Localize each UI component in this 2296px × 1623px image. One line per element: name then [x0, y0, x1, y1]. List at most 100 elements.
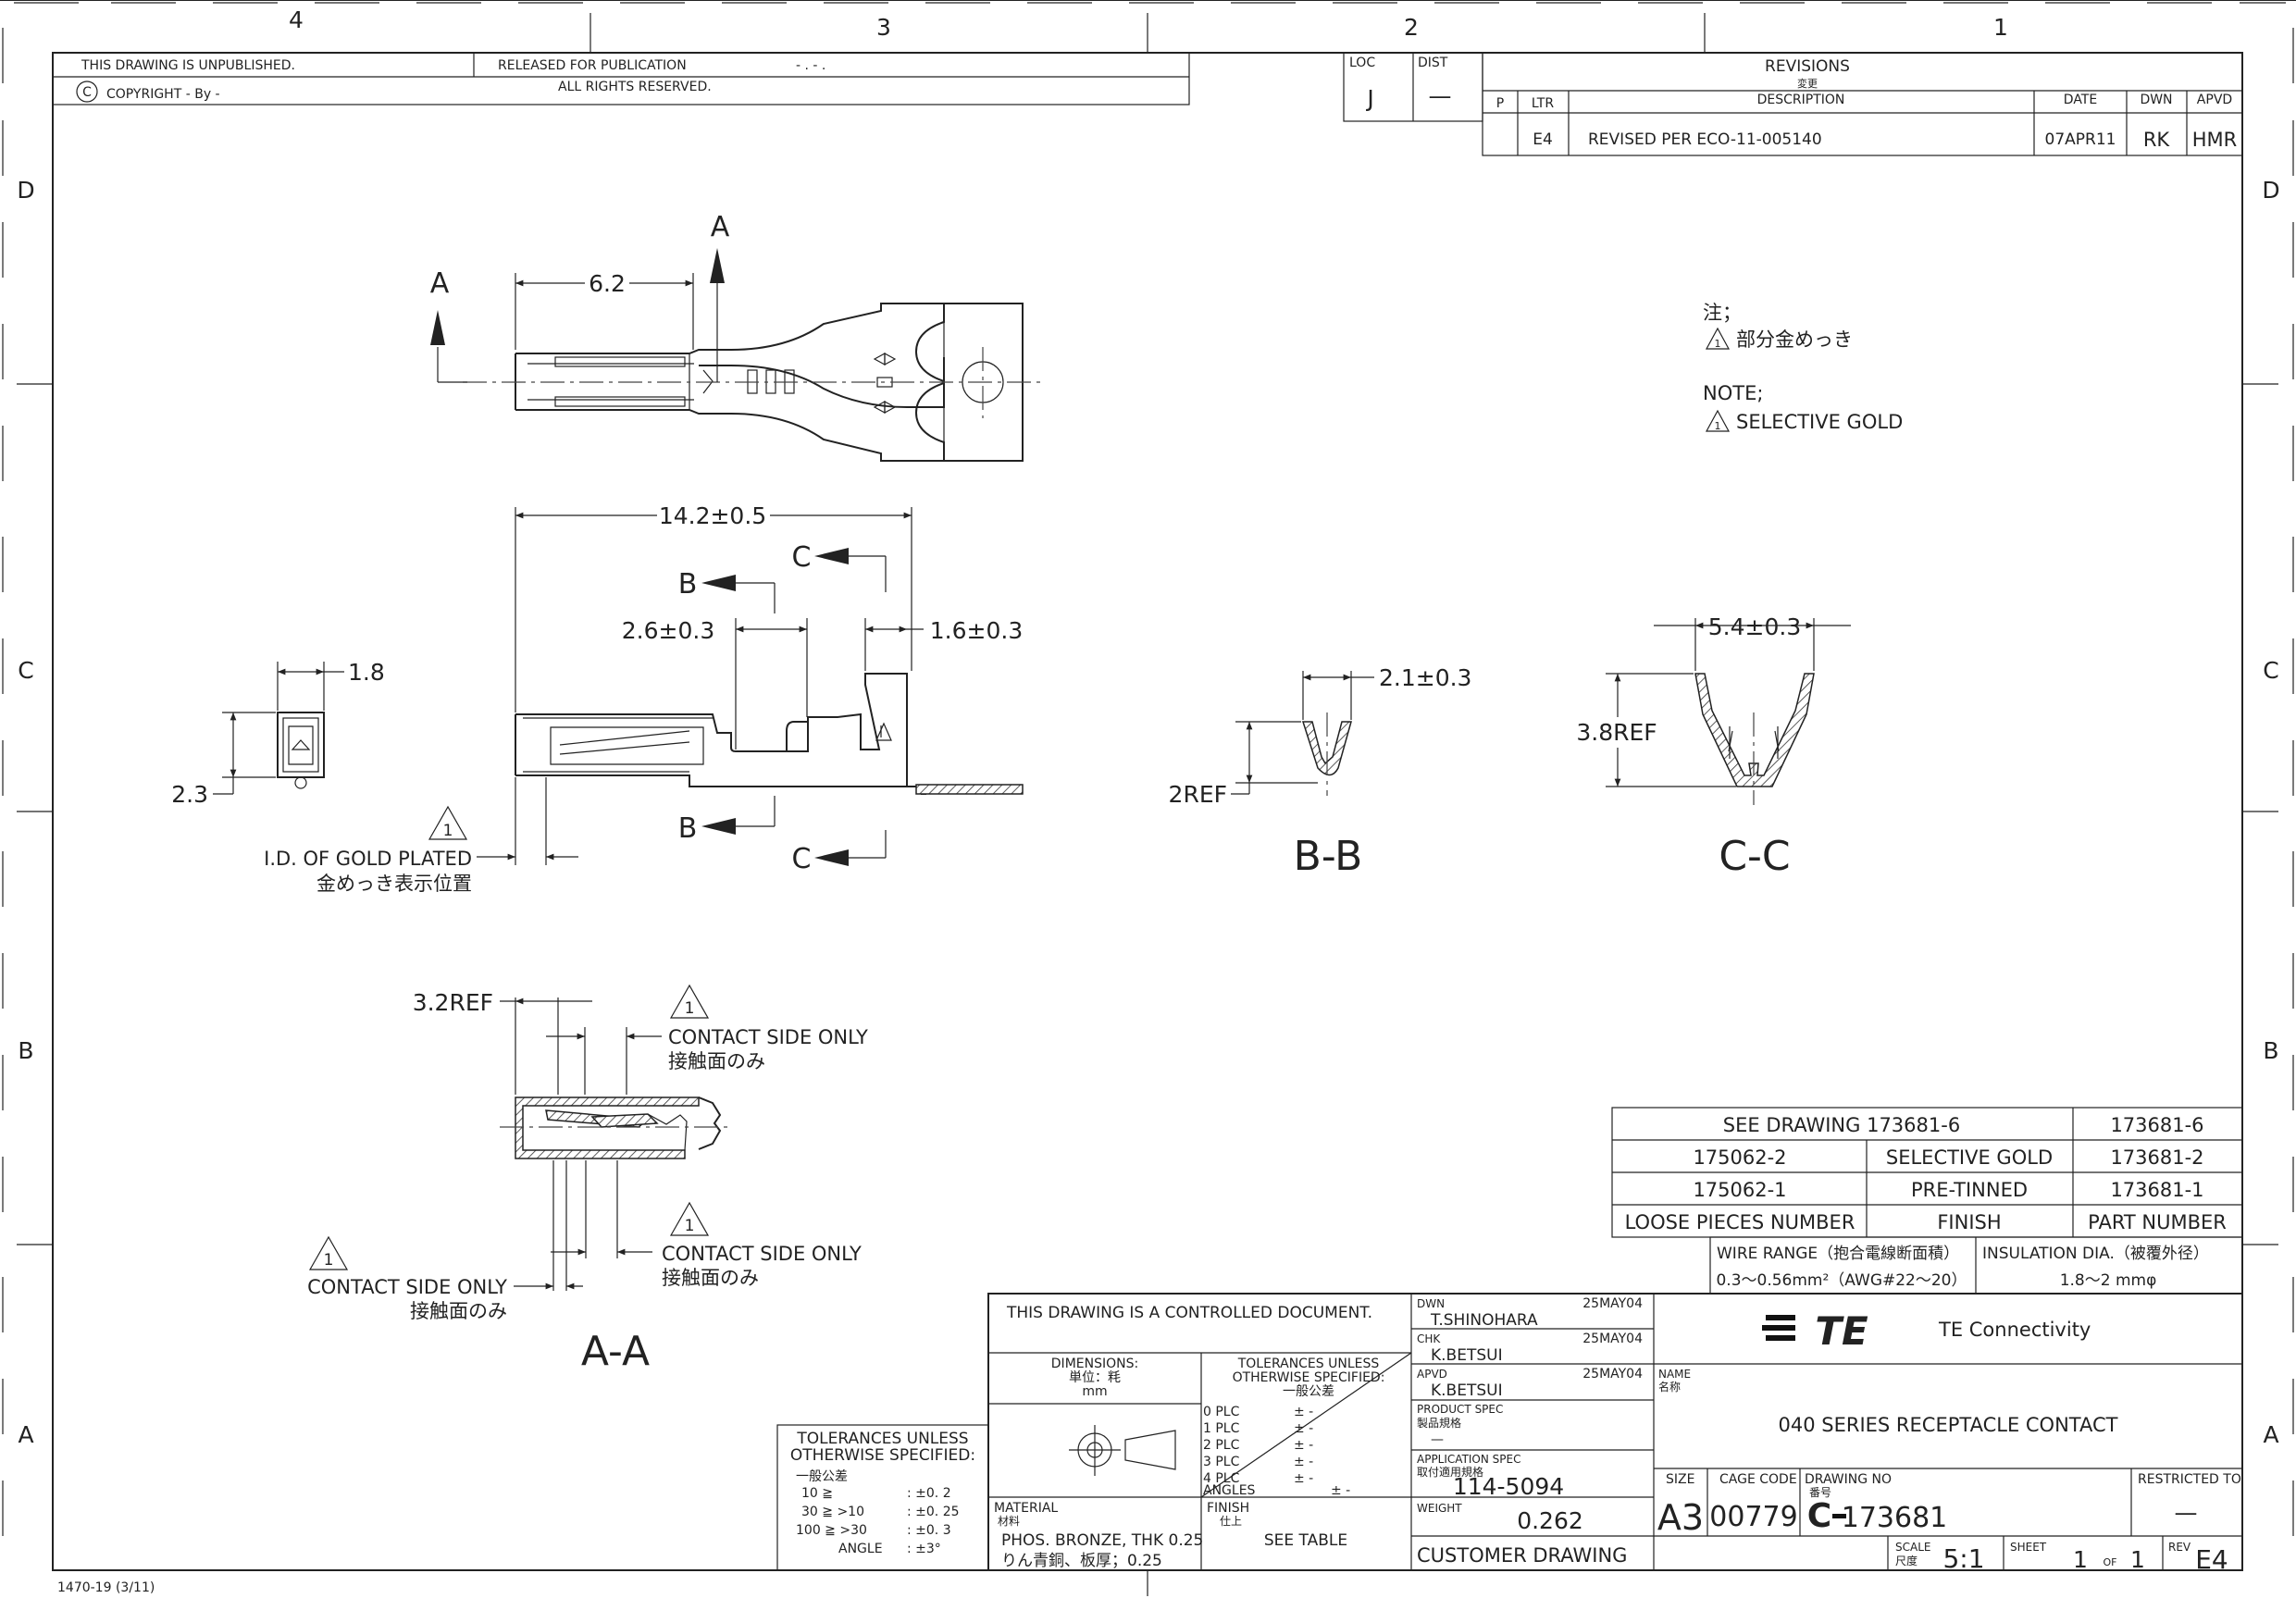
product-spec-jp: 製品規格 [1417, 1416, 1461, 1430]
note-title: NOTE; [1703, 382, 1763, 404]
released-note: RELEASED FOR PUBLICATION [498, 58, 687, 73]
copyright-symbol: C [82, 85, 92, 100]
sheet-total: 1 [2130, 1546, 2145, 1573]
cage-code-label: CAGE CODE [1719, 1472, 1797, 1487]
tol-plc-4: 4 PLC [1203, 1471, 1240, 1486]
notes-block: 注； 1 部分金めっき NOTE; 1 SELECTIVE GOLD [1703, 302, 1903, 433]
rev-header-date: DATE [2064, 93, 2097, 107]
parts-row2-finish: PRE-TINNED [1911, 1179, 2028, 1201]
customer-drawing: CUSTOMER DRAWING [1417, 1544, 1627, 1567]
dim-3-8ref: 3.8REF [1576, 719, 1657, 746]
contact-side-left-jp: 接触面のみ [410, 1300, 507, 1322]
dwn-label: DWN [1417, 1297, 1445, 1310]
contact-side-right: CONTACT SIDE ONLY [662, 1243, 862, 1265]
title-block: THIS DRAWING IS A CONTROLLED DOCUMENT. D… [987, 1293, 2243, 1575]
gold-id-mark: 1 [443, 822, 453, 840]
parts-row2-loose: 175062-1 [1693, 1179, 1786, 1201]
section-c-c: 5.4±0.3 3.8REF C-C [1576, 613, 1851, 880]
section-a-a: 3.2REF 1 CONTACT SIDE ONLY 接触面のみ 1 CONTA… [307, 984, 868, 1375]
finish-label: FINISH [1207, 1501, 1249, 1516]
company-name: TE Connectivity [1938, 1319, 2091, 1341]
parts-see-drawing: SEE DRAWING 173681-6 [1723, 1114, 1960, 1136]
tol-left-title2: OTHERWISE SPECIFIED: [790, 1446, 975, 1465]
parts-header-finish: FINISH [1937, 1211, 2001, 1233]
section-a-a-label: A-A [581, 1328, 650, 1375]
restricted-label: RESTRICTED TO [2138, 1472, 2241, 1487]
section-a-mark-right: A [711, 211, 730, 243]
tolerance-box-left: TOLERANCES UNLESS OTHERWISE SPECIFIED: 一… [776, 1424, 989, 1571]
rev-header-p: P [1496, 96, 1504, 111]
contact-side-top-jp: 接触面のみ [668, 1050, 765, 1072]
released-value: - . - . [796, 58, 825, 73]
tol-val-angles: ± - [1331, 1483, 1350, 1498]
parts-row1-finish: SELECTIVE GOLD [1886, 1146, 2053, 1169]
end-view: 1.8 2.3 [171, 659, 385, 808]
sheet-label: SHEET [2010, 1541, 2047, 1554]
material-jp: 材料 [998, 1515, 1020, 1528]
zone-row-c-left: C [18, 657, 33, 684]
scale-value: 5:1 [1942, 1543, 1984, 1574]
tol-left-range-2: 30 ≧ >10 [801, 1505, 864, 1519]
parts-header-loose: LOOSE PIECES NUMBER [1625, 1211, 1855, 1233]
parts-row2-part: 173681-1 [2110, 1179, 2203, 1201]
finish-value: SEE TABLE [1264, 1531, 1347, 1550]
tol-left-val-3: : ±0. 3 [907, 1523, 951, 1538]
drawing-no-jp: 番号 [1809, 1486, 1831, 1499]
material-value: PHOS. BRONZE, THK 0.25 [1001, 1531, 1203, 1550]
weight-value: 0.262 [1517, 1507, 1583, 1534]
rights-note: ALL RIGHTS RESERVED. [558, 80, 712, 94]
product-spec-label: PRODUCT SPEC [1417, 1403, 1503, 1416]
material-label: MATERIAL [994, 1501, 1058, 1516]
unpublished-note: THIS DRAWING IS UNPUBLISHED. [81, 58, 295, 73]
tol-title: TOLERANCES UNLESS [1237, 1357, 1380, 1371]
contact-side-left: CONTACT SIDE ONLY [307, 1276, 507, 1298]
tol-val-4: ± - [1294, 1471, 1313, 1486]
tol-left-range-3: 100 ≧ >30 [796, 1523, 867, 1538]
tol-val-3: ± - [1294, 1455, 1313, 1469]
controlled-document: THIS DRAWING IS A CONTROLLED DOCUMENT. [1006, 1304, 1372, 1322]
drawing-name: 040 SERIES RECEPTACLE CONTACT [1779, 1414, 2118, 1436]
tol-left-val-4: : ±3° [907, 1542, 941, 1556]
tol-left-range-1: 10 ≧ [801, 1486, 833, 1501]
wire-range-value: 0.3～0.56mm²（AWG#22～20） [1716, 1271, 1967, 1290]
rev-header-dwn: DWN [2140, 93, 2172, 107]
cage-code-value: 00779 [1709, 1501, 1797, 1533]
product-spec-value: — [1431, 1432, 1444, 1447]
dwn-date: 25MAY04 [1582, 1296, 1643, 1311]
te-logo: TE [1762, 1308, 1868, 1354]
note-title-jp: 注； [1703, 302, 1742, 324]
contact-mark-left: 1 [324, 1251, 334, 1270]
tol-val-2: ± - [1294, 1438, 1313, 1453]
parts-row1-loose: 175062-2 [1693, 1146, 1786, 1169]
note-item: SELECTIVE GOLD [1736, 411, 1903, 433]
dim-5-4: 5.4±0.3 [1708, 613, 1801, 640]
zone-row-c-right: C [2263, 657, 2278, 684]
zone-col-4: 4 [289, 6, 304, 33]
zone-col-1: 1 [1993, 14, 2008, 41]
dimensions-jp: 単位：粍 [1069, 1370, 1121, 1385]
section-c-mark-bottom: C [792, 843, 812, 875]
drawing-no-label: DRAWING NO [1805, 1472, 1892, 1487]
parts-table: SEE DRAWING 173681-6 173681-6 175062-2 S… [1611, 1107, 2243, 1295]
zone-row-d-right: D [2262, 177, 2279, 204]
rev-header-ltr: LTR [1532, 96, 1554, 111]
chk-label: CHK [1417, 1332, 1441, 1345]
tol-left-jp: 一般公差 [796, 1469, 848, 1484]
revision-block: LOC DIST J — REVISIONS 変更 P LTR DESCRIPT… [1343, 52, 2243, 156]
section-b-mark-bottom: B [678, 812, 698, 845]
tol-val-0: ± - [1294, 1405, 1313, 1419]
top-view: 6.2 A A [430, 211, 1041, 462]
scale-label: SCALE [1895, 1541, 1930, 1554]
contact-side-top: CONTACT SIDE ONLY [668, 1026, 868, 1048]
te-logo-text: TE [1815, 1308, 1868, 1354]
tol-left-title: TOLERANCES UNLESS [796, 1430, 968, 1448]
rev-label: REV [2168, 1541, 2191, 1554]
revisions-title-jp: 変更 [1797, 77, 1818, 90]
rev-value: E4 [2195, 1544, 2228, 1575]
rev-row-ltr: E4 [1533, 130, 1553, 149]
gold-id-label: I.D. OF GOLD PLATED [264, 848, 472, 870]
dimensions-label: DIMENSIONS: [1051, 1357, 1138, 1371]
parts-header-part: PART NUMBER [2088, 1211, 2227, 1233]
dim-6-2: 6.2 [589, 270, 626, 297]
material-value-jp: りん青銅、板厚；0.25 [1001, 1552, 1162, 1570]
